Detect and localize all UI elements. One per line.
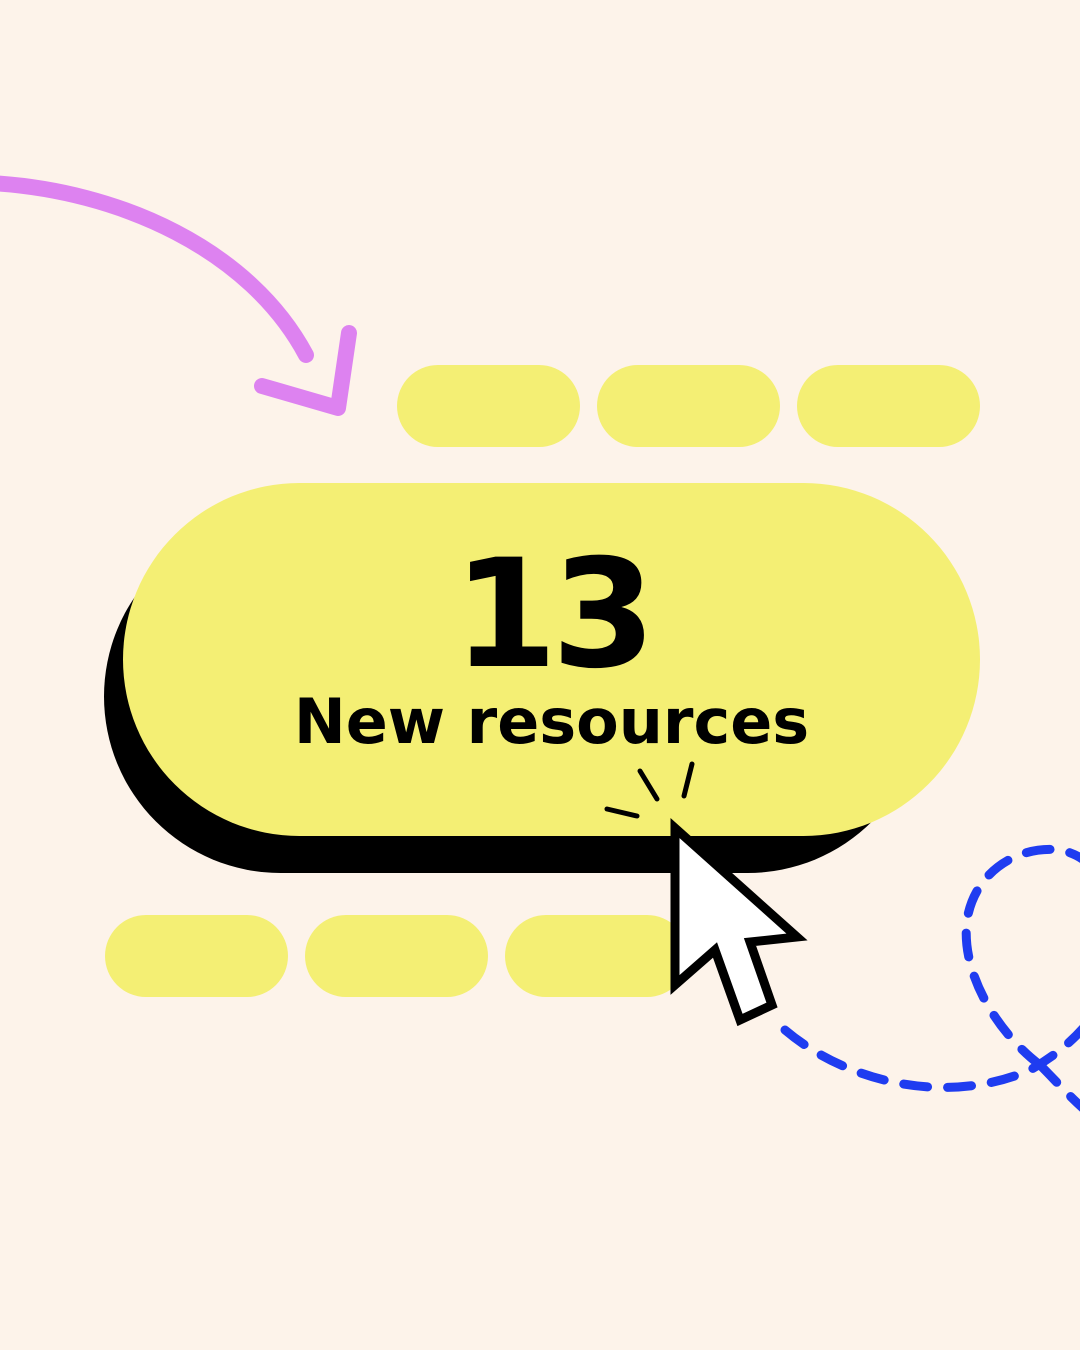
top-pill-3 xyxy=(797,365,980,447)
dashed-loop-icon xyxy=(780,844,1080,1112)
resource-count: 13 xyxy=(453,528,656,702)
bottom-pill-3 xyxy=(505,915,688,997)
top-pill-2 xyxy=(597,365,780,447)
curved-arrow-icon xyxy=(0,175,357,416)
bottom-pill-1 xyxy=(105,915,288,997)
resource-label: New resources xyxy=(293,685,810,758)
click-burst-icon xyxy=(604,761,695,819)
top-pill-1 xyxy=(397,365,580,447)
main-pill-button[interactable] xyxy=(123,483,980,836)
mouse-cursor-icon xyxy=(670,817,808,1027)
bottom-pill-2 xyxy=(305,915,488,997)
